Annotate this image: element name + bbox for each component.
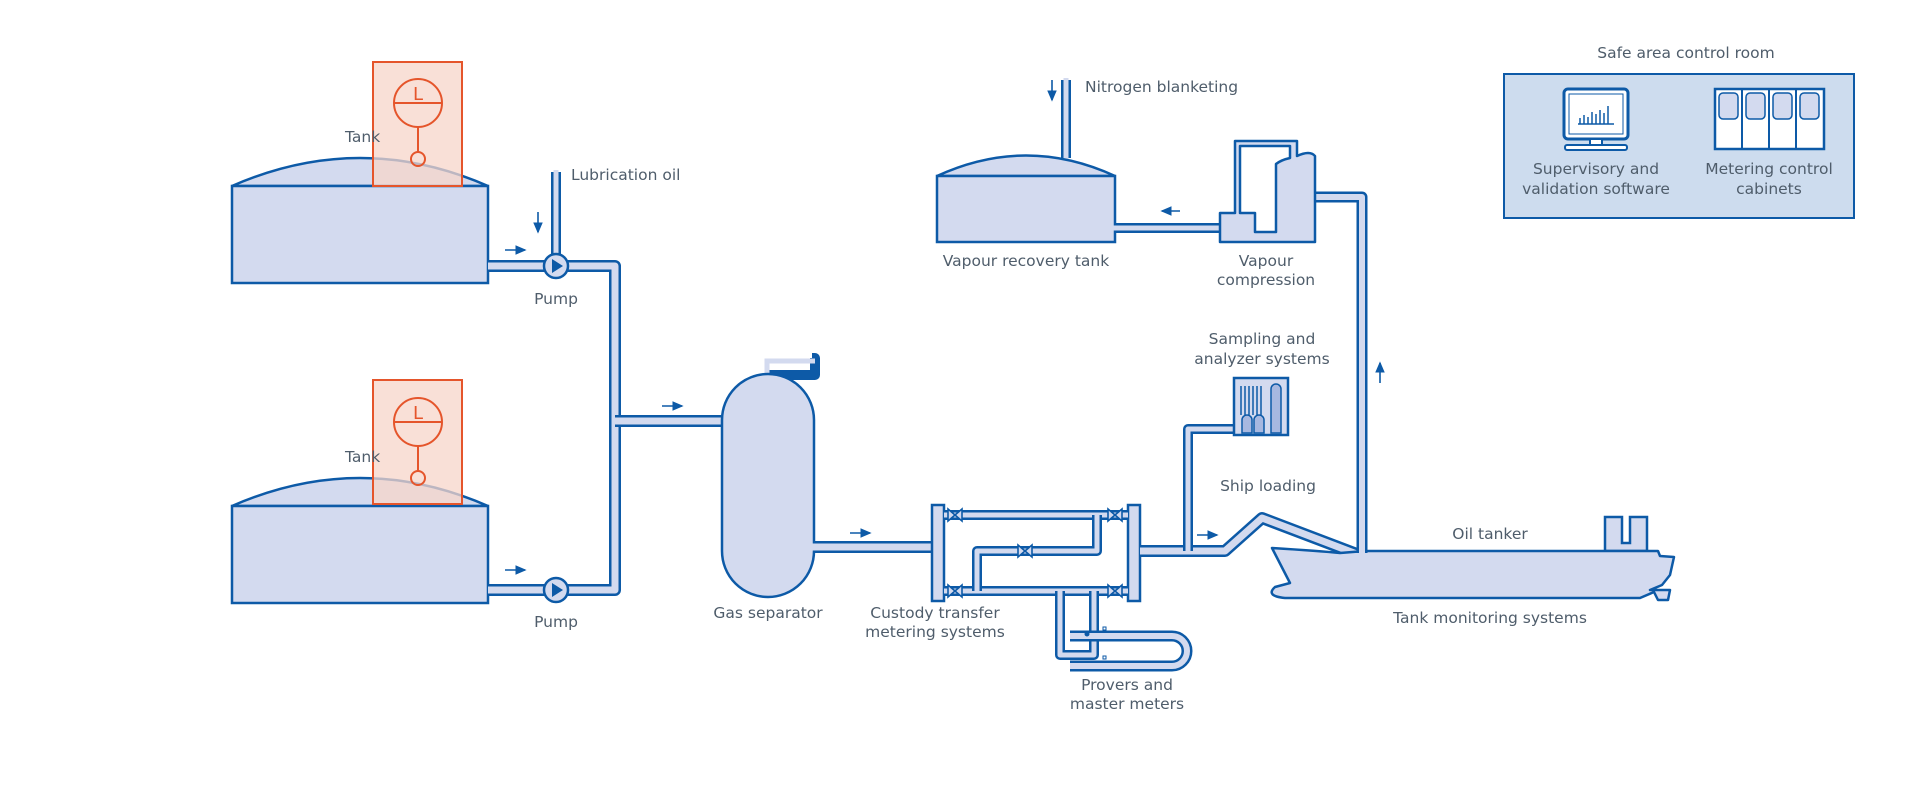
cabinet-icon	[1713, 87, 1826, 151]
tank-top-label: Tank	[344, 128, 380, 146]
custody-transfer-metering[interactable]	[930, 424, 1365, 603]
control-room[interactable]	[1503, 73, 1855, 219]
cabinets-label-1: Metering control	[1705, 160, 1833, 178]
vapour-recovery-label: Vapour recovery tank	[943, 252, 1109, 270]
oil-tanker[interactable]	[1270, 515, 1676, 602]
vapour-compression-label-2: compression	[1217, 271, 1315, 289]
gas-separator[interactable]	[720, 353, 820, 599]
sampling-label-2: analyzer systems	[1194, 350, 1329, 368]
gauge-letter: L	[413, 403, 423, 424]
float-icon	[410, 151, 426, 167]
provers-label-2: master meters	[1070, 695, 1184, 713]
pump-icon	[552, 259, 563, 273]
monitor-icon	[1562, 87, 1630, 151]
gas-separator-label: Gas separator	[713, 604, 823, 622]
control-room-title: Safe area control room	[1597, 44, 1775, 62]
flow-arrows	[505, 80, 1385, 575]
vapour-recovery-tank[interactable]	[935, 154, 1117, 244]
pump-icon	[552, 583, 563, 597]
nitrogen-label: Nitrogen blanketing	[1085, 78, 1238, 96]
supervisory-label-2: validation software	[1522, 180, 1670, 198]
pump-top[interactable]	[542, 252, 570, 280]
valve-icon	[947, 507, 1123, 599]
vapour-return-pipe	[1313, 191, 1368, 555]
tank-bottom-label: Tank	[344, 448, 380, 466]
pipe-network-left	[488, 170, 730, 596]
oil-tanker-label: Oil tanker	[1452, 525, 1528, 543]
vapour-compression-label-1: Vapour	[1239, 252, 1294, 270]
ship-loading-label: Ship loading	[1220, 477, 1316, 495]
sampling-analyzer[interactable]	[1232, 376, 1290, 437]
supervisory-label-1: Supervisory and	[1533, 160, 1659, 178]
sampling-label-1: Sampling and	[1209, 330, 1316, 348]
custody-label-2: metering systems	[865, 623, 1005, 641]
provers-master-meters[interactable]	[1055, 591, 1193, 672]
lubrication-oil-label: Lubrication oil	[571, 166, 680, 184]
pump-bottom-label: Pump	[534, 613, 578, 631]
custody-label-1: Custody transfer	[870, 604, 1000, 622]
level-gauge-top[interactable]: L	[372, 61, 463, 187]
level-gauge-bottom[interactable]: L	[372, 379, 463, 505]
pump-bottom[interactable]	[542, 576, 570, 604]
provers-label-1: Provers and	[1081, 676, 1173, 694]
gauge-letter: L	[413, 84, 423, 105]
cabinets-label-2: cabinets	[1736, 180, 1802, 198]
pump-top-label: Pump	[534, 290, 578, 308]
float-icon	[410, 470, 426, 486]
vapour-compression[interactable]	[1218, 139, 1317, 244]
tank-monitoring-label: Tank monitoring systems	[1392, 609, 1587, 627]
